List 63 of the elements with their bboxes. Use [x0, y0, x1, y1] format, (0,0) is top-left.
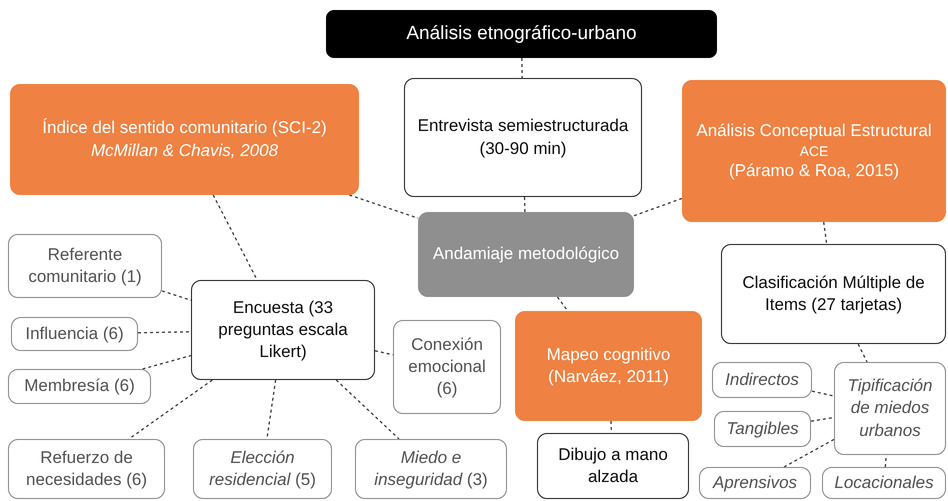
- node-text: Miedo e inseguridad (3): [373, 446, 489, 491]
- outlined-box: [11, 317, 138, 351]
- node-text: Dibujo a mano alzada: [557, 444, 669, 488]
- outlined-box: [699, 467, 811, 499]
- dashed-connector: [784, 438, 834, 468]
- dashed-connector: [858, 344, 868, 362]
- node-text: Refuerzo de necesidades (6): [25, 446, 148, 491]
- dashed-connector: [823, 222, 828, 244]
- outlined-box: [721, 244, 946, 344]
- outlined-box: [834, 362, 946, 455]
- node-text: Clasificación Múltiple de Items (27 tarjetas): [741, 272, 926, 316]
- node-text: Membresía (6): [24, 375, 135, 398]
- node-text: Encuesta (33 preguntas escala Likert): [217, 296, 349, 364]
- node-text: Locacionales: [834, 472, 934, 494]
- dashed-connector: [138, 331, 192, 334]
- node-text: Indirectos: [725, 368, 799, 391]
- node-text: Andamiaje metodológico: [432, 243, 620, 266]
- node-text: Mapeo cognitivo (Narváez, 2011): [546, 344, 672, 388]
- node-text: Entrevista semiestructurada (30-90 min): [416, 115, 630, 160]
- node-text: McMillan & Chavis, 2008: [90, 140, 278, 162]
- outlined-box: [8, 369, 151, 404]
- dashed-connector: [349, 194, 418, 219]
- dashed-connector: [374, 350, 394, 356]
- dashed-connector: [142, 354, 192, 370]
- node-text: Aprensivos: [712, 472, 798, 494]
- node-text: Referente comunitario (1): [27, 244, 143, 288]
- dashed-connector: [128, 380, 213, 440]
- node-text: Conexión emocional (6): [407, 334, 487, 400]
- node-text: Análisis Conceptual Estructural: [696, 120, 932, 142]
- outlined-box: [191, 280, 375, 380]
- filled-box: [682, 80, 946, 222]
- outlined-box: [393, 320, 501, 414]
- outlined-box: [822, 467, 946, 499]
- outlined-box: [355, 439, 507, 499]
- filled-box: [326, 10, 717, 58]
- dashed-connector: [810, 416, 834, 422]
- dashed-connector: [524, 196, 526, 212]
- filled-box: [10, 84, 359, 195]
- filled-box: [515, 311, 702, 421]
- node-text: Análisis etnográfico-urbano: [406, 22, 637, 46]
- node-text: Tangibles: [726, 418, 799, 440]
- dashed-connector: [634, 198, 682, 216]
- outlined-box: [193, 439, 332, 499]
- dashed-connector: [336, 380, 400, 440]
- node-text: Tipificación de miedos urbanos: [846, 375, 934, 442]
- outlined-box: [404, 78, 642, 197]
- dashed-connector: [266, 380, 276, 440]
- dashed-connector: [521, 58, 523, 78]
- node-text: Índice del sentido comunitario (SCI-2): [42, 117, 327, 140]
- node-text: (Páramo & Roa, 2015): [728, 160, 900, 182]
- outlined-box: [8, 439, 165, 499]
- node-text: Influencia (6): [25, 322, 124, 345]
- node-text: ACE: [800, 142, 828, 160]
- outlined-box: [714, 411, 811, 447]
- dashed-connector: [212, 194, 258, 280]
- outlined-box: [537, 433, 689, 499]
- dashed-connector: [812, 390, 834, 397]
- outlined-box: [8, 234, 162, 298]
- outlined-box: [712, 362, 812, 398]
- filled-box: [418, 212, 634, 297]
- node-text: Elección residencial (5): [208, 446, 317, 491]
- dashed-connector: [162, 290, 192, 301]
- dashed-connector: [556, 296, 568, 312]
